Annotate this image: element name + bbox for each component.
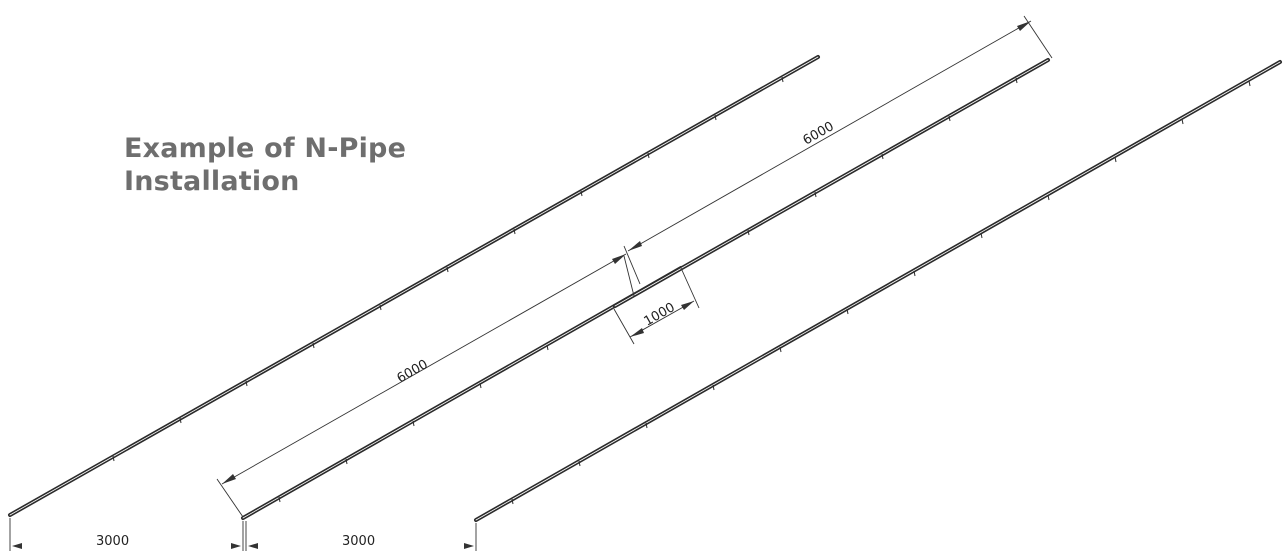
arrowhead bbox=[1017, 21, 1031, 31]
dimension-label-overlap: 1000 bbox=[642, 300, 678, 329]
arrowhead bbox=[630, 328, 644, 337]
pipe-right bbox=[474, 60, 1282, 522]
pipe-middle-lower-support-ticks bbox=[278, 344, 549, 503]
arrowhead bbox=[222, 474, 236, 484]
pipe-left bbox=[8, 55, 820, 517]
diagram-title: Example of N-Pipe Installation bbox=[124, 132, 406, 198]
pipe-middle-upper-support-ticks bbox=[747, 77, 1018, 236]
dimension-overlap bbox=[613, 267, 700, 345]
dimension-line bbox=[221, 253, 627, 485]
arrowhead bbox=[612, 254, 626, 264]
pipe-middle-upper-segment bbox=[613, 58, 1050, 308]
title-line-1: Example of N-Pipe bbox=[124, 133, 407, 164]
arrowhead bbox=[231, 543, 241, 549]
dimension-label-upper-length: 6000 bbox=[801, 119, 837, 148]
extension-line bbox=[216, 478, 244, 518]
dimension-label-lower-length: 6000 bbox=[395, 357, 431, 386]
extension-line bbox=[623, 245, 641, 285]
dimension-label-spacing-right: 3000 bbox=[342, 534, 375, 549]
dimension-spacing-right bbox=[245, 521, 477, 551]
dimension-lower-length bbox=[216, 253, 635, 518]
dimension-spacing-left bbox=[9, 518, 244, 551]
extension-line bbox=[613, 308, 635, 345]
title-line-2: Installation bbox=[124, 166, 300, 197]
arrowhead bbox=[464, 543, 474, 549]
pipe-middle-lower-segment bbox=[241, 266, 683, 520]
arrowhead bbox=[681, 301, 694, 310]
arrowhead bbox=[12, 543, 22, 549]
arrowhead bbox=[628, 241, 642, 251]
arrowhead bbox=[248, 543, 258, 549]
dimension-line bbox=[627, 20, 1032, 252]
extension-line bbox=[623, 255, 635, 297]
extension-line bbox=[680, 267, 700, 309]
pipe-right-support-ticks bbox=[511, 80, 1251, 505]
dimension-upper-length bbox=[623, 15, 1053, 285]
dimension-label-spacing-left: 3000 bbox=[96, 534, 129, 549]
pipe-left-support-ticks bbox=[112, 76, 784, 462]
